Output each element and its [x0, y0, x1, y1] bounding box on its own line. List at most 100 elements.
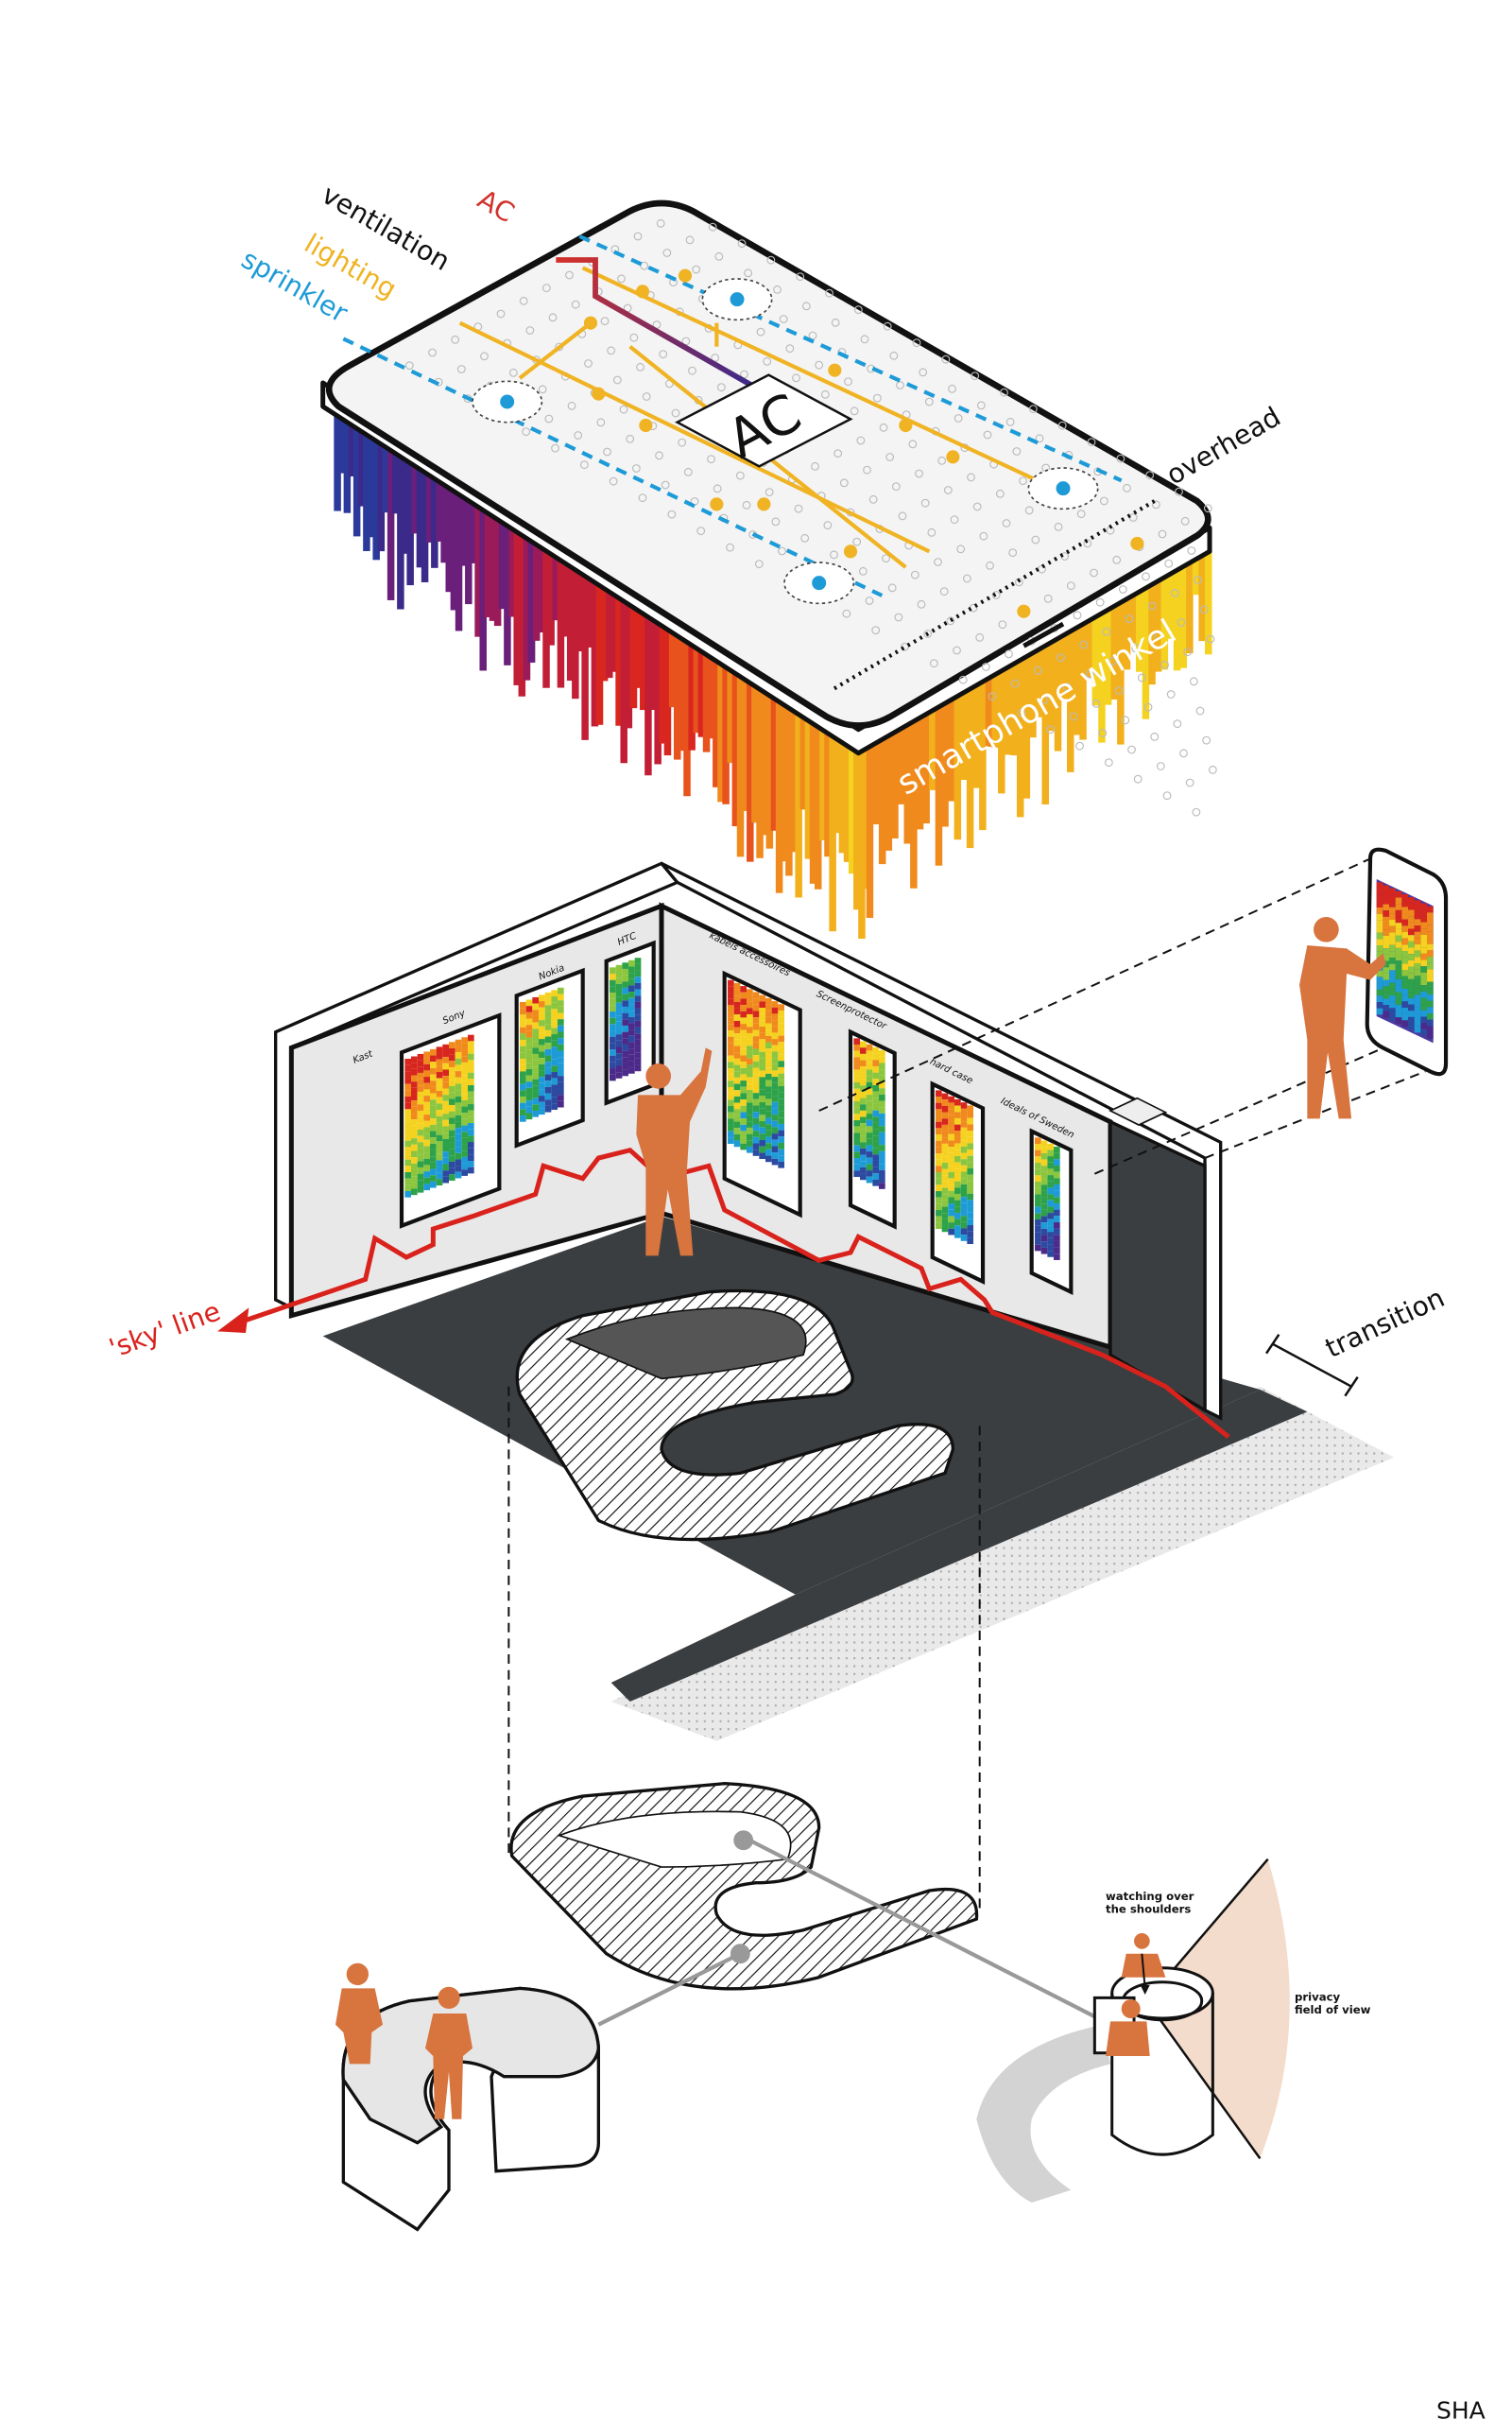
ceiling-grid-dot: [1195, 706, 1205, 716]
mosaic-pixel: [960, 1184, 968, 1191]
mosaic-pixel: [879, 1157, 885, 1165]
mosaic-pixel: [551, 1021, 558, 1028]
ceiling-bar: [697, 631, 706, 737]
ceiling-bar: [799, 699, 808, 810]
ceiling-bar: [727, 651, 734, 764]
mosaic-pixel: [525, 1025, 533, 1031]
mosaic-pixel: [423, 1152, 431, 1159]
mosaic-pixel: [610, 1043, 616, 1050]
mosaic-pixel: [954, 1105, 961, 1113]
mosaic-pixel: [628, 1023, 635, 1030]
mosaic-pixel: [442, 1157, 450, 1165]
ceiling-bar: [581, 556, 589, 740]
mosaic-pixel: [759, 1146, 766, 1153]
ceiling-grid-dot: [522, 427, 531, 437]
mosaic-pixel: [728, 986, 734, 994]
ceiling-grid-dot: [1046, 725, 1056, 735]
mosaic-pixel: [544, 1036, 552, 1044]
mosaic-pixel: [771, 1013, 779, 1021]
mosaic-pixel: [610, 1005, 616, 1012]
mosaic-pixel: [610, 1036, 616, 1044]
mosaic-pixel: [417, 1129, 424, 1136]
mosaic-pixel: [461, 1106, 469, 1114]
mosaic-pixel: [610, 993, 616, 999]
mosaic-pixel: [948, 1216, 955, 1223]
mosaic-pixel: [615, 990, 623, 997]
ceiling-grid-dot: [726, 543, 734, 552]
mosaic-pixel: [960, 1102, 968, 1109]
mosaic-pixel: [936, 1109, 942, 1116]
mosaic-pixel: [551, 1040, 558, 1047]
mosaic-pixel: [544, 1062, 552, 1068]
phone-screen-pixel: [1414, 1026, 1421, 1033]
mosaic-pixel: [733, 1008, 741, 1015]
mosaic-pixel: [954, 1098, 961, 1106]
mosaic-pixel: [532, 1098, 540, 1105]
mosaic-pixel: [740, 1118, 747, 1125]
phone-screen-pixel: [1389, 932, 1396, 940]
mosaic-pixel: [442, 1081, 450, 1089]
mosaic-pixel: [1040, 1152, 1048, 1160]
mosaic-pixel: [610, 1011, 616, 1018]
sha-logo: SHA: [1436, 2396, 1486, 2420]
mosaic-pixel: [853, 1045, 861, 1051]
mosaic-pixel: [436, 1172, 443, 1180]
mosaic-pixel: [954, 1131, 961, 1137]
ceiling-top: [325, 199, 1211, 729]
ceiling-bar: [459, 476, 468, 566]
mosaic-pixel: [423, 1058, 431, 1064]
ceiling-grid-dot: [865, 596, 874, 605]
ceiling-bar: [391, 432, 400, 514]
ceiling-grid-dot: [633, 232, 643, 241]
mosaic-pixel: [759, 1051, 766, 1059]
phone-screen-pixel: [1389, 944, 1396, 952]
mosaic-pixel: [765, 1130, 772, 1137]
phone-screen-pixel: [1420, 1010, 1428, 1017]
mosaic-pixel: [936, 1159, 942, 1167]
mosaic-pixel: [628, 1011, 635, 1017]
mosaic-pixel: [449, 1174, 455, 1181]
ceiling-bar: [1029, 643, 1037, 738]
ceiling-grid-dot: [1095, 597, 1105, 607]
phone-screen-pixel: [1427, 1019, 1434, 1027]
mosaic-pixel: [866, 1157, 873, 1165]
phone-screen-pixel: [1383, 948, 1390, 955]
mosaic-pixel: [967, 1105, 974, 1113]
ceiling-bar: [649, 600, 657, 711]
mosaic-pixel: [615, 1072, 623, 1079]
mosaic-pixel: [551, 1065, 558, 1073]
mosaic-pixel: [539, 1101, 545, 1109]
mosaic-pixel: [411, 1113, 418, 1120]
mosaic-pixel: [733, 982, 741, 990]
mosaic-pixel: [853, 1145, 861, 1152]
mosaic-pixel: [455, 1109, 462, 1115]
mosaic-pixel: [728, 1087, 734, 1094]
mosaic-pixel: [747, 1008, 753, 1014]
mosaic-pixel: [423, 1177, 431, 1184]
mosaic-pixel: [1047, 1194, 1055, 1201]
ceiling-bar: [606, 572, 613, 679]
phone-screen-pixel: [1383, 986, 1390, 993]
mosaic-pixel: [1035, 1238, 1041, 1245]
phone-screen-pixel: [1414, 1007, 1421, 1014]
mosaic-pixel: [853, 1114, 861, 1121]
mosaic-pixel: [941, 1099, 949, 1106]
ceiling-bar: [756, 670, 764, 858]
mosaic-pixel: [411, 1081, 418, 1088]
ceiling-bar: [885, 729, 893, 851]
mosaic-pixel: [615, 1046, 623, 1054]
ceiling-grid-dot: [811, 461, 819, 471]
transition-label: transition: [1320, 1282, 1449, 1364]
ceiling-bar: [1160, 564, 1169, 670]
phone-screen-pixel: [1427, 981, 1434, 989]
mosaic-pixel: [532, 1079, 540, 1086]
mosaic-pixel: [765, 1011, 772, 1017]
mosaic-pixel: [461, 1043, 469, 1050]
phone-screen-pixel: [1408, 928, 1415, 936]
mosaic-pixel: [430, 1062, 437, 1068]
mosaic-pixel: [525, 1049, 533, 1057]
mosaic-pixel: [960, 1197, 968, 1203]
ceiling-grid-dot: [956, 544, 966, 554]
ceiling-bar: [615, 578, 623, 726]
mosaic-pixel: [1047, 1156, 1055, 1163]
